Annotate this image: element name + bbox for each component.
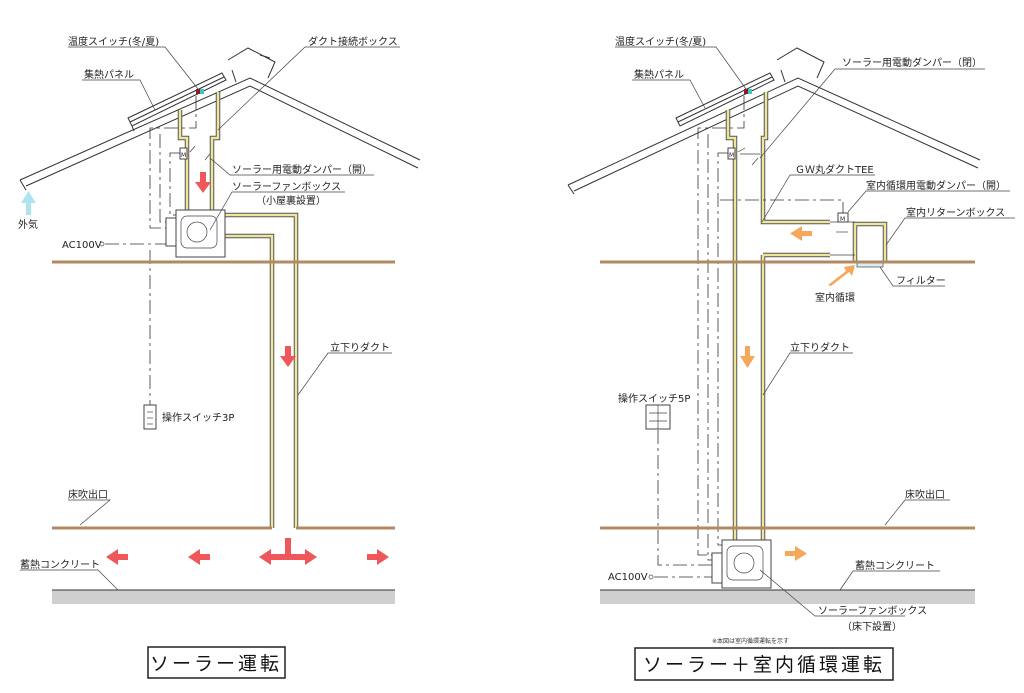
right-arrow-icon xyxy=(785,546,807,561)
title-box xyxy=(147,646,286,679)
label-tee: ＧＷ丸ダクトTEE xyxy=(795,163,874,176)
up-right-arrow-icon xyxy=(828,265,855,286)
label-concrete: 蓄熱コンクリート xyxy=(855,559,935,572)
airflow-arrows xyxy=(106,172,389,565)
svg-text:M: M xyxy=(181,152,186,159)
label-solar-damper: ソーラー用電動ダンパー（閉） xyxy=(842,56,982,69)
left-arrow-icon xyxy=(106,549,128,565)
label-return-box: 室内リターンボックス xyxy=(906,206,1005,219)
title-box xyxy=(634,647,894,681)
left-diagram: M 温度スイッチ(冬/夏) ダクト xyxy=(18,35,421,679)
note-text: ※本図は室内循環運転を示す xyxy=(712,637,789,645)
label-fan-box-location: （床下設置） xyxy=(842,620,902,633)
label-panel: 集熱パネル xyxy=(634,68,684,81)
label-fan-box: ソーラーファンボックス xyxy=(232,181,341,193)
filter xyxy=(856,262,884,268)
down-arrow-icon xyxy=(195,172,211,193)
left-arrow-icon xyxy=(790,226,812,241)
temperature-switch-icon xyxy=(744,89,748,94)
label-duct-box: ダクト接続ボックス xyxy=(308,35,398,48)
fan-box xyxy=(711,539,772,589)
storage-concrete xyxy=(52,590,395,604)
label-concrete: 蓄熱コンクリート xyxy=(20,558,100,571)
title-solar-recirc-operation: ソーラー＋室内循環運転 xyxy=(643,654,885,676)
solar-damper: M xyxy=(727,147,760,166)
supply-duct xyxy=(725,92,888,545)
label-outside-air: 外気 xyxy=(18,218,38,231)
label-solar-damper: ソーラー用電動ダンパー（開） xyxy=(232,163,372,176)
leaders xyxy=(615,46,1015,617)
airflow-arrows xyxy=(740,226,855,561)
label-recirc: 室内循環 xyxy=(815,291,855,304)
control-wiring xyxy=(654,96,844,578)
outside-air-arrow-icon xyxy=(21,191,36,215)
recirc-damper: M xyxy=(830,212,855,256)
label-fan-box: ソーラーファンボックス xyxy=(818,605,927,617)
svg-text:M: M xyxy=(840,216,845,223)
label-down-duct: 立下りダクト xyxy=(790,341,850,354)
right-arrow-icon xyxy=(367,549,389,565)
solar-damper: M xyxy=(179,145,211,161)
storage-concrete xyxy=(600,590,975,604)
leaders xyxy=(20,46,400,591)
down-arrow-icon xyxy=(740,346,755,368)
label-power: AC100V xyxy=(608,572,648,583)
label-floor-outlet: 床吹出口 xyxy=(68,488,108,501)
roof xyxy=(19,47,421,191)
label-power: AC100V xyxy=(62,240,102,251)
label-filter: フィルター xyxy=(896,275,946,287)
roof xyxy=(567,47,981,195)
control-wiring xyxy=(105,96,197,405)
label-switch: 操作スイッチ5P xyxy=(618,392,690,405)
right-diagram: M M xyxy=(567,35,1015,681)
temperature-switch-icon xyxy=(748,89,752,94)
label-recirc-damper: 室内循環用電動ダンパー（開） xyxy=(866,179,1006,192)
temperature-switch-icon xyxy=(200,89,204,94)
supply-duct xyxy=(177,92,299,528)
down-arrow-icon xyxy=(280,346,296,367)
fan-box xyxy=(165,209,226,258)
label-temp-switch: 温度スイッチ(冬/夏) xyxy=(68,35,159,48)
left-arrow-icon xyxy=(188,549,210,565)
t-split-arrow-icon xyxy=(259,538,317,565)
temperature-switch-icon xyxy=(196,89,200,94)
title-solar-operation: ソーラー運転 xyxy=(150,653,282,675)
label-panel: 集熱パネル xyxy=(84,68,134,81)
label-down-duct: 立下りダクト xyxy=(330,341,390,354)
svg-text:M: M xyxy=(729,152,734,159)
control-switch-3p[interactable] xyxy=(143,404,157,430)
label-switch: 操作スイッチ3P xyxy=(162,411,234,424)
collector-panel xyxy=(127,72,227,132)
label-floor-outlet: 床吹出口 xyxy=(905,488,945,501)
label-fan-box-location: （小屋裏設置） xyxy=(256,194,326,207)
collector-panel xyxy=(675,72,775,127)
label-temp-switch: 温度スイッチ(冬/夏) xyxy=(615,35,706,48)
